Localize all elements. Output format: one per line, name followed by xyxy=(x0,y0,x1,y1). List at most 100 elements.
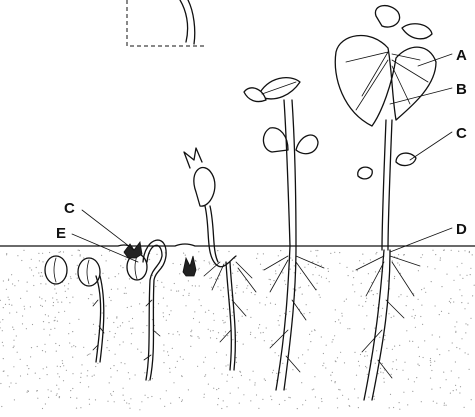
soil-speckle xyxy=(221,408,222,409)
soil-speckle xyxy=(174,283,175,284)
soil-speckle xyxy=(258,408,259,409)
soil-speckle xyxy=(304,313,305,314)
soil-speckle xyxy=(285,389,286,390)
soil-speckle xyxy=(57,321,58,322)
soil-speckle xyxy=(383,378,384,379)
soil-speckle xyxy=(284,313,285,314)
soil-speckle xyxy=(203,362,204,363)
soil-speckle xyxy=(398,254,399,255)
soil-speckle xyxy=(284,400,285,401)
soil-speckle xyxy=(73,345,74,346)
soil-speckle xyxy=(302,294,303,295)
soil-speckle xyxy=(285,284,286,285)
soil-speckle xyxy=(358,397,359,398)
soil-speckle xyxy=(393,316,394,317)
soil-speckle xyxy=(407,296,408,297)
soil-speckle xyxy=(110,368,111,369)
soil-speckle xyxy=(120,325,121,326)
soil-speckle xyxy=(17,352,18,353)
soil-speckle xyxy=(131,343,132,344)
soil-speckle xyxy=(87,375,88,376)
soil-speckle xyxy=(218,398,219,399)
soil-speckle xyxy=(17,255,18,256)
soil-speckle xyxy=(384,382,385,383)
soil-speckle xyxy=(135,374,136,375)
soil-speckle xyxy=(441,311,442,312)
soil-speckle xyxy=(262,399,263,400)
soil-speckle xyxy=(431,370,432,371)
soil-speckle xyxy=(444,403,445,404)
soil-speckle xyxy=(236,362,237,363)
soil-speckle xyxy=(70,278,71,279)
soil-speckle xyxy=(348,399,349,400)
soil-speckle xyxy=(259,324,260,325)
soil-speckle xyxy=(273,280,274,281)
soil-speckle xyxy=(56,385,57,386)
soil-speckle xyxy=(459,289,460,290)
soil-speckle xyxy=(56,351,57,352)
soil-speckle xyxy=(342,315,343,316)
soil-speckle xyxy=(399,402,400,403)
soil-speckle xyxy=(114,336,115,337)
soil-speckle xyxy=(468,303,469,304)
soil-speckle xyxy=(368,273,369,274)
soil-speckle xyxy=(36,267,37,268)
soil-speckle xyxy=(16,312,17,313)
soil-speckle xyxy=(80,255,81,256)
soil-speckle xyxy=(455,385,456,386)
soil-speckle xyxy=(177,361,178,362)
soil-speckle xyxy=(305,400,306,401)
soil-speckle xyxy=(78,319,79,320)
soil-speckle xyxy=(313,389,314,390)
soil-speckle xyxy=(236,357,237,358)
soil-speckle xyxy=(93,324,94,325)
soil-speckle xyxy=(451,250,452,251)
soil-speckle xyxy=(191,336,192,337)
soil-speckle xyxy=(332,339,333,340)
soil-speckle xyxy=(371,290,372,291)
soil-speckle xyxy=(59,345,60,346)
soil-speckle xyxy=(152,378,153,379)
soil-speckle xyxy=(253,371,254,372)
leader-C-left xyxy=(82,210,134,250)
soil-speckle xyxy=(411,316,412,317)
soil-speckle xyxy=(213,330,214,331)
soil-speckle xyxy=(256,394,257,395)
soil-speckle xyxy=(49,252,50,253)
soil-speckle xyxy=(370,259,371,260)
soil-speckle xyxy=(358,305,359,306)
soil-speckle xyxy=(115,354,116,355)
soil-speckle xyxy=(39,297,40,298)
soil-speckle xyxy=(188,295,189,296)
soil-speckle xyxy=(209,262,210,263)
soil-speckle xyxy=(9,312,10,313)
soil-speckle xyxy=(31,347,32,348)
soil-speckle xyxy=(444,249,445,250)
soil-speckle xyxy=(36,390,37,391)
soil-speckle xyxy=(123,395,124,396)
soil-speckle xyxy=(461,302,462,303)
soil-speckle xyxy=(418,299,419,300)
soil-speckle xyxy=(69,302,70,303)
soil-speckle xyxy=(218,278,219,279)
soil-speckle xyxy=(43,321,44,322)
soil-speckle xyxy=(312,261,313,262)
soil-speckle xyxy=(439,336,440,337)
soil-speckle xyxy=(315,250,316,251)
soil-speckle xyxy=(450,302,451,303)
soil-speckle xyxy=(171,290,172,291)
soil-speckle xyxy=(240,372,241,373)
soil-speckle xyxy=(190,331,191,332)
soil-speckle xyxy=(275,273,276,274)
soil-speckle xyxy=(337,357,338,358)
soil-speckle xyxy=(417,364,418,365)
soil-speckle xyxy=(400,294,401,295)
soil-speckle xyxy=(88,298,89,299)
soil-speckle xyxy=(265,380,266,381)
soil-speckle xyxy=(110,393,111,394)
soil-speckle xyxy=(81,373,82,374)
soil-speckle xyxy=(106,260,107,261)
soil-speckle xyxy=(6,253,7,254)
soil-speckle xyxy=(337,407,338,408)
